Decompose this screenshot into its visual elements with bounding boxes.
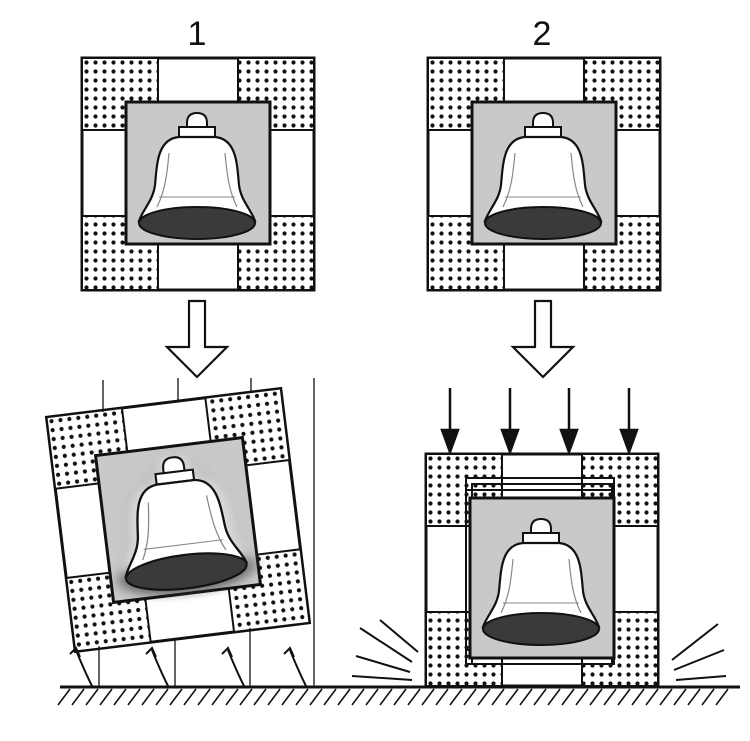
- impact-lines: [351, 619, 727, 681]
- ground-hatch-line: [449, 688, 463, 706]
- ground-hatch-line: [687, 688, 701, 706]
- ground-hatch-line: [239, 688, 253, 706]
- ground-hatch-line: [421, 688, 435, 706]
- ground-hatch-line: [281, 688, 295, 706]
- ground-hatch-line: [393, 688, 407, 706]
- ground-hatch-line: [533, 688, 547, 706]
- ground-hatch-line: [351, 688, 365, 706]
- ground-hatch-line: [183, 688, 197, 706]
- ground-hatch-line: [141, 688, 155, 706]
- ground-hatch-line: [715, 688, 729, 706]
- panel-label-1: 1: [188, 15, 207, 53]
- ground-hatch-line: [463, 688, 477, 706]
- ground-hatch-line: [505, 688, 519, 706]
- ground-hatch-line: [99, 688, 113, 706]
- ground-hatch-line: [477, 688, 491, 706]
- ground-hatch-line: [659, 688, 673, 706]
- ground-hatch-line: [673, 688, 687, 706]
- ground-hatch-line: [155, 688, 169, 706]
- ground-hatch-line: [519, 688, 533, 706]
- ground-hatch-line: [407, 688, 421, 706]
- ground-hatch-line: [113, 688, 127, 706]
- ground-hatch-line: [701, 688, 715, 706]
- frame-bottom-2-compressed: [424, 452, 660, 688]
- ground: [57, 685, 740, 706]
- ground-hatch-line: [631, 688, 645, 706]
- force-lines-1: [98, 378, 315, 686]
- ground-hatch-line: [323, 688, 337, 706]
- ground-hatch-line: [127, 688, 141, 706]
- ground-hatch-line: [645, 688, 659, 706]
- ground-hatch-line: [379, 688, 393, 706]
- ground-hatch-line: [71, 688, 85, 706]
- down-arrow-icon: [511, 299, 575, 379]
- ground-hatch-line: [169, 688, 183, 706]
- pressure-arrows: [440, 388, 639, 456]
- ground-hatch-line: [435, 688, 449, 706]
- ground-hatch-line: [603, 688, 617, 706]
- ground-hatch-line: [589, 688, 603, 706]
- down-arrow-icon: [165, 299, 229, 379]
- ground-hatch-line: [547, 688, 561, 706]
- ground-hatch-line: [309, 688, 323, 706]
- ground-hatch-line: [337, 688, 351, 706]
- ground-hatch-line: [561, 688, 575, 706]
- ground-hatch-line: [365, 688, 379, 706]
- ground-hatch-line: [267, 688, 281, 706]
- ground-hatch-line: [57, 688, 71, 706]
- ground-hatch-line: [225, 688, 239, 706]
- ground-hatch-line: [85, 688, 99, 706]
- ground-hatch-line: [253, 688, 267, 706]
- ground-hatch-line: [617, 688, 631, 706]
- frame-top-2: [426, 56, 662, 292]
- bounce-arrows: [69, 646, 307, 687]
- ground-hatch-line: [491, 688, 505, 706]
- frame-top-1: [80, 56, 316, 292]
- ground-hatch-line: [197, 688, 211, 706]
- ground-hatch-line: [575, 688, 589, 706]
- ground-hatch-line: [295, 688, 309, 706]
- ground-hatch-line: [211, 688, 225, 706]
- panel-label-2: 2: [533, 15, 552, 53]
- frame-bottom-1-tilted: [44, 386, 312, 654]
